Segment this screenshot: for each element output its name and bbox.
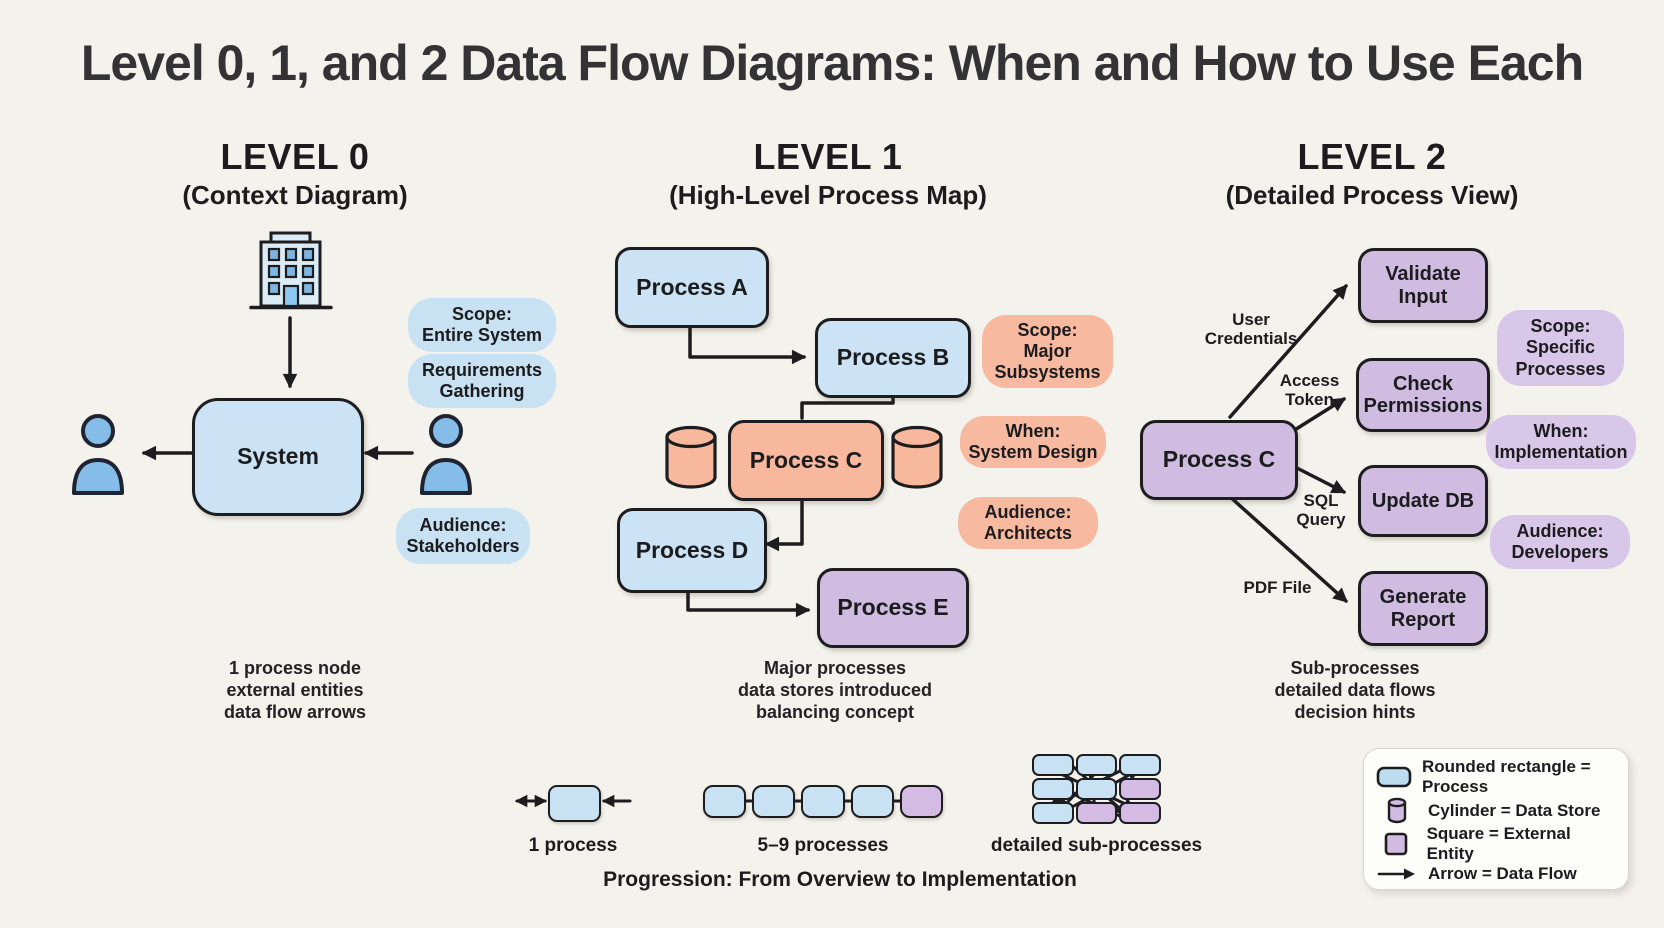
flow-label-sql-query: SQL Query	[1296, 491, 1346, 530]
level0-subheading: (Context Diagram)	[182, 180, 408, 210]
building-icon	[249, 231, 333, 310]
process-a-box: Process A	[615, 247, 769, 328]
process-d-box: Process D	[617, 508, 767, 593]
grid-cell	[1075, 754, 1118, 776]
grid-cell	[1075, 802, 1118, 824]
progression-label-1process: 1 process	[528, 835, 618, 856]
update-db-box: Update DB	[1358, 465, 1488, 537]
mini-chain-box	[850, 785, 894, 818]
process-c-main-box: Process C	[1140, 420, 1298, 500]
mini-chain-box	[752, 785, 796, 818]
cylinder-icon	[1376, 797, 1418, 824]
level1-header: LEVEL 1 (High-Level Process Map)	[648, 136, 1008, 211]
rounded-rectangle-icon	[1376, 766, 1412, 788]
process-c-box: Process C	[728, 420, 884, 501]
level2-subheading: (Detailed Process View)	[1225, 180, 1519, 210]
process-b-box: Process B	[815, 318, 971, 398]
level1-caption: Major processes data stores introduced b…	[737, 658, 933, 722]
flow-label-user-credentials: User Credentials	[1204, 310, 1298, 349]
audience-bubble-level0: Audience: Stakeholders	[396, 508, 530, 564]
arrow-process-c-to-d	[764, 493, 804, 552]
progression-label-5to9: 5–9 processes	[757, 835, 889, 856]
audience-bubble-level2: Audience: Developers	[1490, 515, 1630, 569]
legend-label: Square = External Entity	[1426, 824, 1571, 863]
data-store-cylinder-right	[891, 425, 943, 489]
validate-input-box: Validate Input	[1358, 248, 1488, 323]
data-store-cylinder-left	[665, 425, 717, 489]
square-icon	[1376, 832, 1417, 856]
grid-cell	[1119, 754, 1161, 776]
mini-process-chain-icon	[703, 785, 944, 818]
progression-label-detailed: detailed sub-processes	[990, 835, 1203, 856]
mini-chain-box	[703, 785, 747, 818]
level2-heading: LEVEL 2	[1297, 136, 1447, 177]
legend-item: Cylinder = Data Store	[1376, 797, 1616, 824]
page-title: Level 0, 1, and 2 Data Flow Diagrams: Wh…	[80, 35, 1584, 91]
process-e-box: Process E	[817, 568, 969, 648]
grid-cell	[1119, 778, 1161, 800]
when-bubble-level2: When: Implementation	[1486, 415, 1636, 469]
level0-caption: 1 process node external entities data fl…	[223, 658, 367, 722]
requirements-bubble-level0: Requirements Gathering	[408, 354, 556, 408]
grid-cell	[1075, 778, 1118, 800]
legend-item: Rounded rectangle = Process	[1376, 757, 1616, 797]
arrow-sql-query	[1291, 464, 1347, 494]
user-icon-right	[420, 414, 472, 495]
level0-heading: LEVEL 0	[220, 136, 370, 177]
level2-caption: Sub-processes detailed data flows decisi…	[1274, 658, 1436, 722]
check-permissions-box: Check Permissions	[1356, 358, 1490, 432]
legend-item: Square = External Entity	[1376, 824, 1616, 864]
legend-label: Cylinder = Data Store	[1428, 800, 1601, 820]
scope-bubble-level0: Scope: Entire System	[408, 298, 556, 352]
legend-label: Rounded rectangle = Process	[1422, 757, 1591, 796]
mini-single-process-icon	[548, 785, 601, 822]
user-icon-left	[72, 414, 124, 495]
legend-card: Rounded rectangle = Process Cylinder = D…	[1363, 748, 1629, 890]
progression-caption: Progression: From Overview to Implementa…	[603, 868, 1077, 891]
generate-report-box: Generate Report	[1358, 571, 1488, 646]
legend-label: Arrow = Data Flow	[1428, 864, 1577, 883]
level0-header: LEVEL 0 (Context Diagram)	[115, 136, 475, 211]
mini-chain-box	[899, 785, 944, 818]
legend-item: Arrow = Data Flow	[1376, 864, 1616, 884]
flow-label-access-token: Access Token	[1279, 371, 1340, 410]
level2-header: LEVEL 2 (Detailed Process View)	[1192, 136, 1552, 211]
grid-cell	[1032, 778, 1074, 800]
audience-bubble-level1: Audience: Architects	[958, 497, 1098, 549]
flow-label-pdf-file: PDF File	[1243, 578, 1312, 597]
level1-heading: LEVEL 1	[753, 136, 903, 177]
grid-cell	[1032, 802, 1074, 824]
mini-subprocess-grid-icon	[1032, 754, 1161, 824]
when-bubble-level1: When: System Design	[960, 416, 1106, 468]
scope-bubble-level1: Scope: Major Subsystems	[982, 315, 1113, 388]
grid-cell	[1119, 802, 1161, 824]
scope-bubble-level2: Scope: Specific Processes	[1497, 310, 1624, 386]
system-box: System	[192, 398, 364, 516]
grid-cell	[1032, 754, 1074, 776]
arrow-icon	[1376, 867, 1418, 881]
level1-subheading: (High-Level Process Map)	[669, 180, 987, 210]
mini-chain-box	[801, 785, 845, 818]
